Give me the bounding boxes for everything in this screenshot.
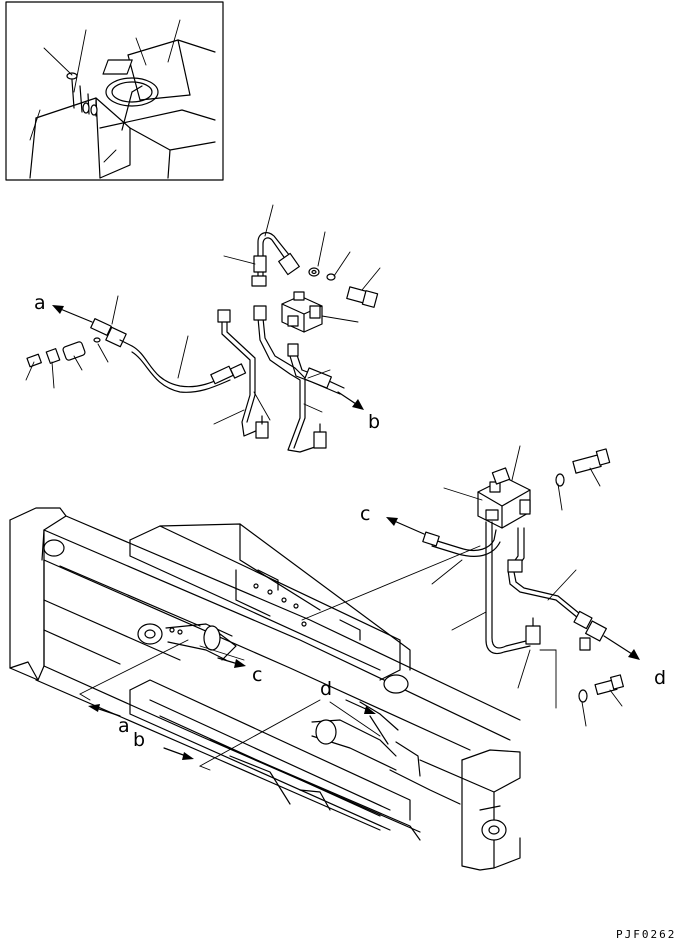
arrow-d-right <box>603 635 640 660</box>
mast-arrows <box>88 657 376 760</box>
callout-c-mast: c <box>252 664 262 686</box>
arrow-a-mast <box>88 704 121 717</box>
inset-frame <box>5 1 224 181</box>
inset-panel <box>102 59 133 75</box>
arrow-b-upper <box>337 391 364 410</box>
bottom-channel <box>129 679 421 841</box>
callout-b-upper: b <box>368 411 380 433</box>
callout-a-upper: a <box>34 292 46 314</box>
steel-tube-middle <box>257 317 319 453</box>
callout-b-mast: b <box>133 729 145 751</box>
arrow-d-mast <box>345 699 376 714</box>
control-valve-right <box>477 467 531 529</box>
washer-right-upper <box>555 473 565 487</box>
location-inset <box>5 1 224 181</box>
arrow-b-mast <box>163 747 194 760</box>
arrow-c-right <box>386 517 425 535</box>
upper-hose-group <box>25 204 381 453</box>
inset-control-levers <box>66 72 98 117</box>
lift-cylinder-lower <box>311 701 461 805</box>
callout-a-mast: a <box>118 715 130 737</box>
carriage-block <box>129 523 411 694</box>
inset-steering-wheel <box>105 77 159 131</box>
lift-cylinder-upper <box>137 623 237 661</box>
arrow-a-upper <box>52 305 93 323</box>
arrow-c-mast <box>217 657 246 668</box>
right-valve-group <box>386 445 640 727</box>
tee-fitting-d <box>573 610 607 651</box>
bolt-right-lower <box>594 674 624 696</box>
hose-c <box>433 529 497 552</box>
routing-lines <box>79 545 481 771</box>
drawing-code: PJF0262 <box>616 928 676 941</box>
inset-leader-lines <box>29 19 181 163</box>
steel-tube-left <box>221 317 259 437</box>
mast-assembly <box>9 507 521 871</box>
upper-leader-lines <box>25 204 381 425</box>
control-valve-upper <box>281 291 323 333</box>
steel-tube-right-2 <box>507 527 579 619</box>
callout-d-right: d <box>654 667 666 689</box>
steel-tube-right-1 <box>485 521 531 655</box>
callout-d-mast: d <box>320 678 332 700</box>
bolt-right-upper <box>572 448 611 474</box>
quick-coupler-a <box>90 318 133 348</box>
washer-2 <box>326 273 336 281</box>
u-bend-tube <box>257 232 291 281</box>
right-leader-lines <box>431 445 623 727</box>
mast-upright-right <box>419 749 521 871</box>
plug-fitting <box>26 337 101 368</box>
washer-right-lower <box>578 689 588 703</box>
mounting-bolt <box>346 286 379 308</box>
callout-c-right: c <box>360 503 370 525</box>
mast-upright-left <box>9 507 67 681</box>
